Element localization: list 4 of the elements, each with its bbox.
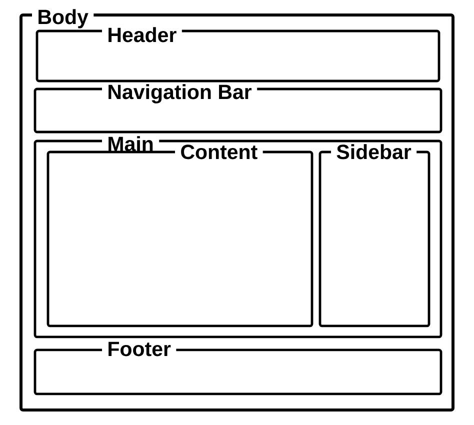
- section-box: Header: [36, 27, 440, 82]
- section-box: Footer: [34, 342, 442, 396]
- section-box: Sidebar: [318, 144, 430, 328]
- section-box: Navigation Bar: [34, 84, 442, 134]
